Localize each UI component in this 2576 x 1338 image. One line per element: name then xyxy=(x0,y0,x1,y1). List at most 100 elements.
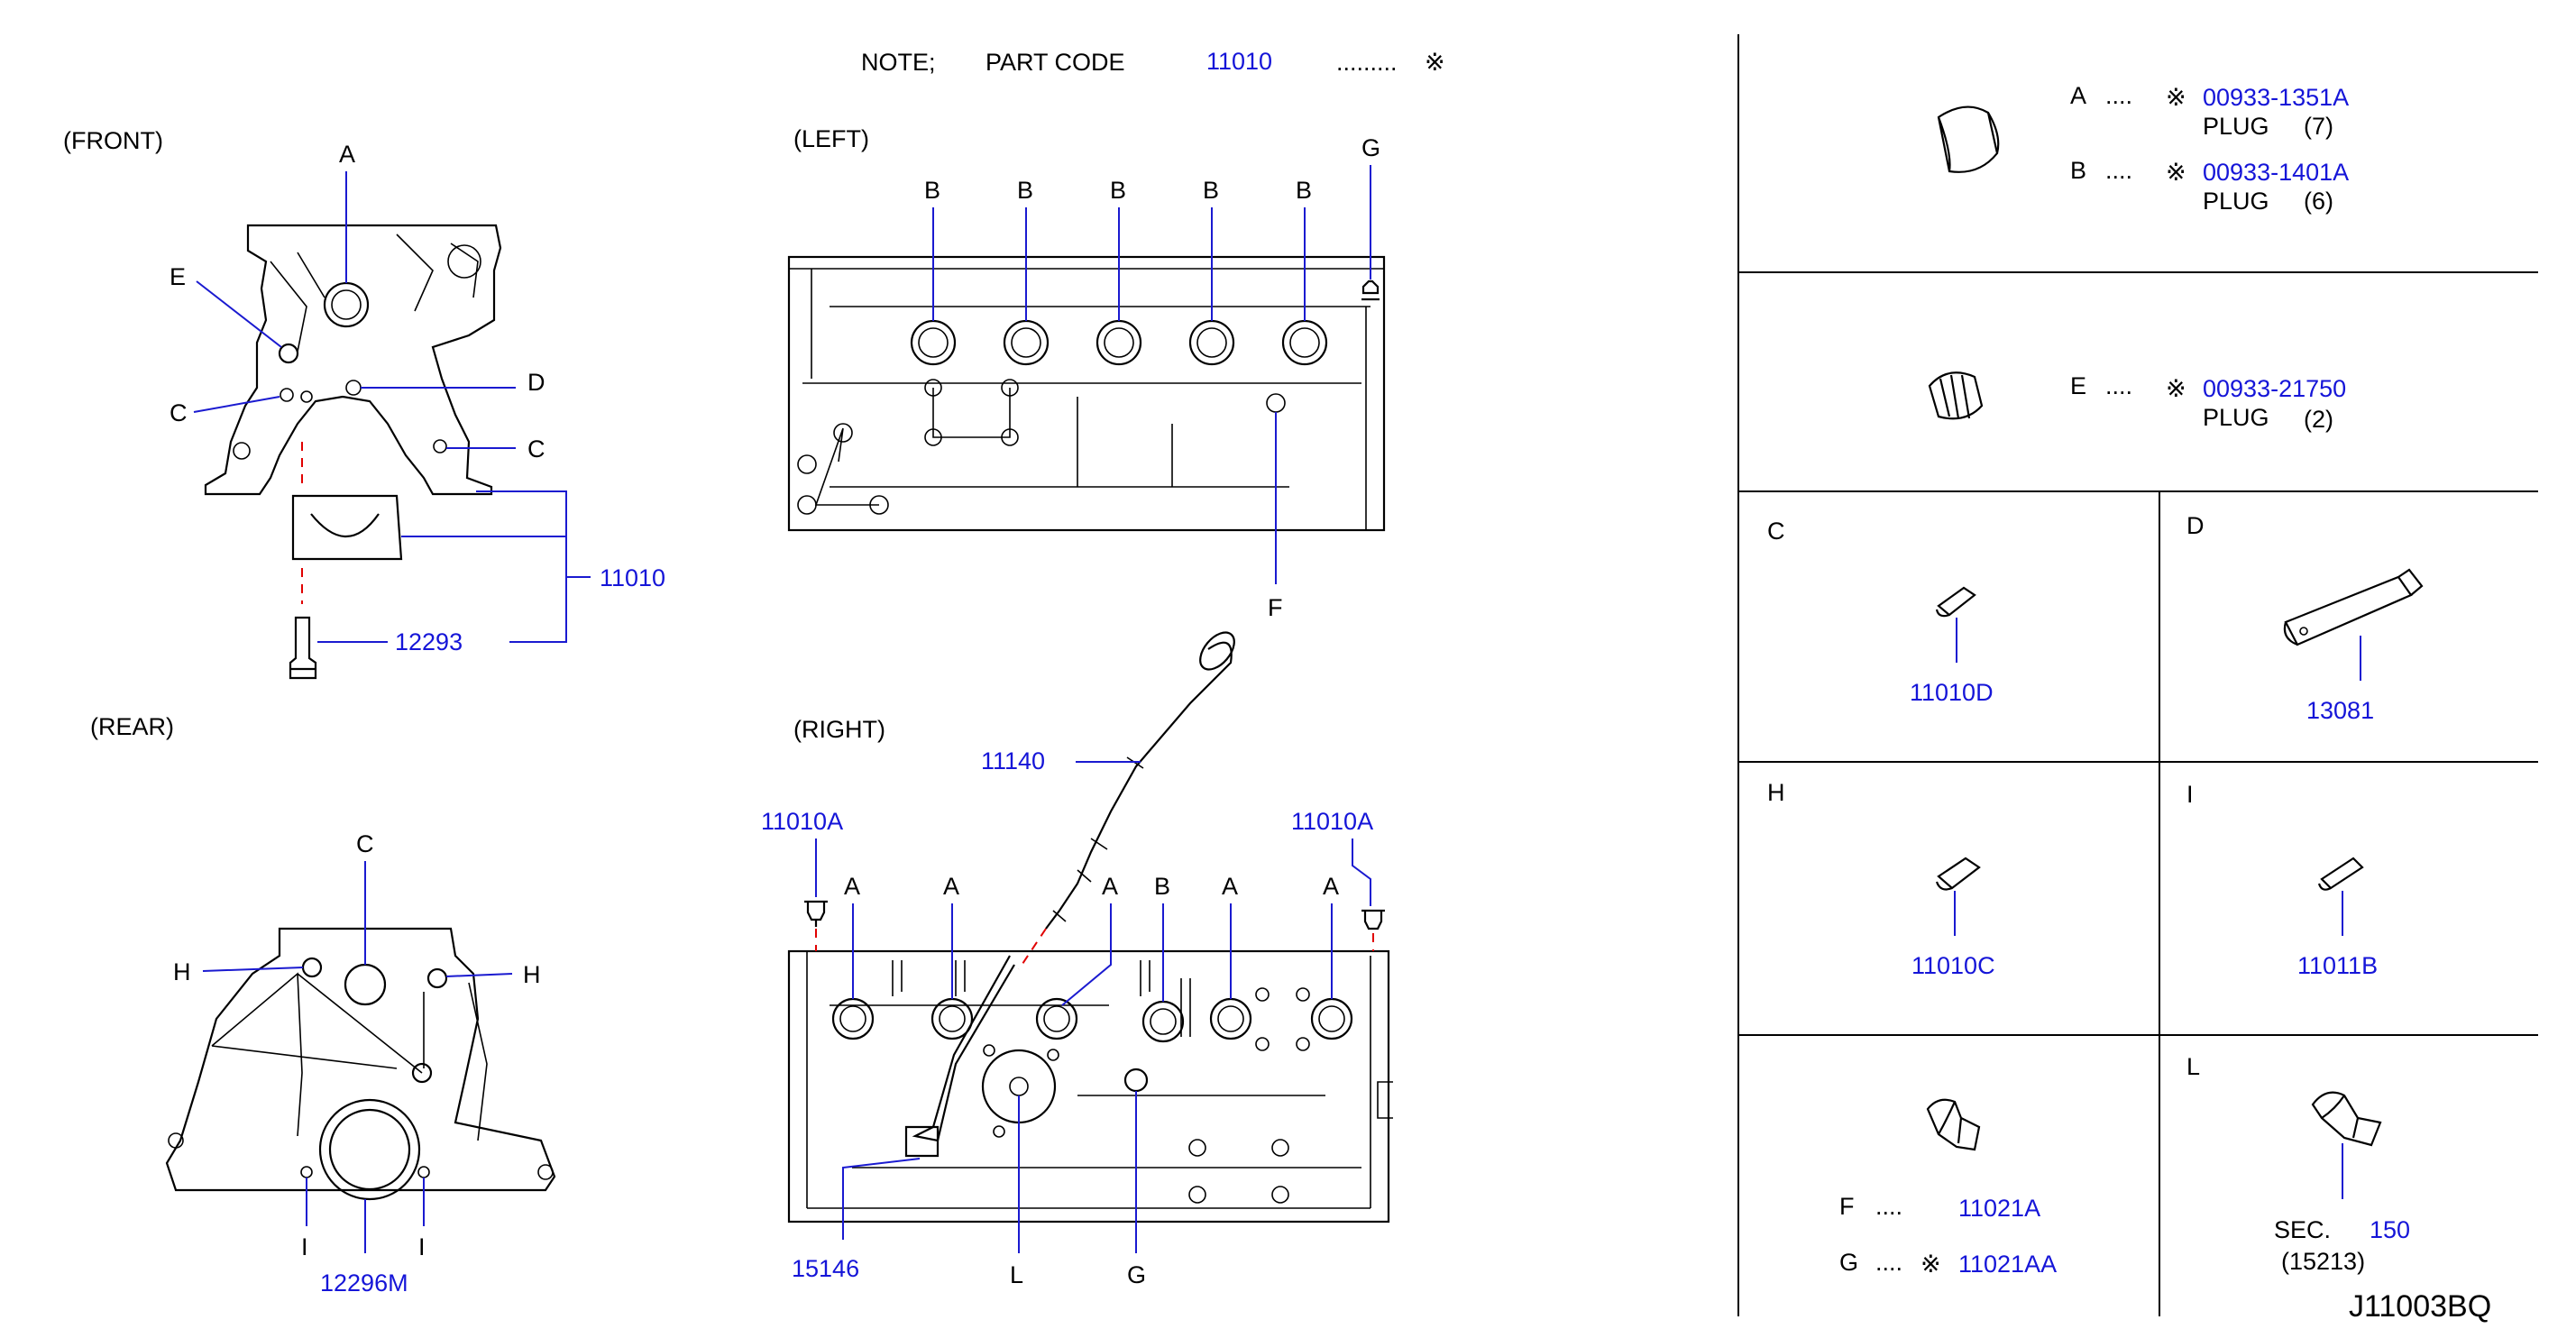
plug-right-leader xyxy=(1352,839,1371,906)
note-dots: ......... xyxy=(1336,49,1398,76)
legend-c[interactable]: C 11010D xyxy=(1767,518,1994,706)
left-callout-b-5: B xyxy=(1296,177,1312,204)
left-view-title: (LEFT) xyxy=(793,125,869,152)
legend-b-code[interactable]: 00933-1401A xyxy=(2203,159,2349,186)
legend-a-name: PLUG xyxy=(2203,113,2269,140)
legend-d-letter: D xyxy=(2186,512,2205,539)
plug-11010a-right-code[interactable]: 11010A xyxy=(1291,808,1373,835)
left-callout-f: F xyxy=(1268,594,1283,621)
right-boss-ear-2 xyxy=(1047,1049,1059,1061)
legend-a-qty: (7) xyxy=(2304,113,2333,140)
right-plug-b xyxy=(1141,1000,1185,1043)
legend-e[interactable]: E .... ※ 00933-21750 PLUG (2) xyxy=(1928,371,2346,433)
legend-d[interactable]: D 13081 xyxy=(2186,512,2424,724)
rear-dowel-i-right xyxy=(417,1166,430,1178)
dipstick-guide xyxy=(912,955,1015,1142)
main-bearing-cap xyxy=(291,494,403,561)
left-plug-b-1-inner xyxy=(918,327,949,358)
legend-a-code[interactable]: 00933-1351A xyxy=(2203,84,2349,111)
legend-i-code[interactable]: 11011B xyxy=(2297,952,2378,979)
legend-i[interactable]: I 11011B xyxy=(2186,781,2378,979)
legend-g-dots: .... xyxy=(1875,1249,1902,1276)
legend-l-letter: L xyxy=(2186,1053,2200,1080)
legend-l-sec-num[interactable]: 150 xyxy=(2370,1216,2410,1243)
legend-i-letter: I xyxy=(2186,781,2194,808)
front-leader-e xyxy=(196,280,282,348)
legend-g-code[interactable]: 11021AA xyxy=(1958,1251,2057,1278)
right-callout-l: L xyxy=(1010,1261,1023,1288)
legend-b-qty: (6) xyxy=(2304,188,2333,215)
front-view-title: (FRONT) xyxy=(63,127,163,154)
legend-e-letter: E xyxy=(2070,372,2086,399)
front-callout-c-left: C xyxy=(170,399,188,426)
knock-sensor xyxy=(904,1125,940,1158)
right-plug-a-2-inner xyxy=(939,1005,966,1032)
front-callout-e: E xyxy=(170,263,186,290)
right-plug-a-3 xyxy=(1035,997,1078,1040)
legend-d-code[interactable]: 13081 xyxy=(2306,697,2374,724)
left-link-8 xyxy=(869,495,889,515)
right-boss-ear-3 xyxy=(993,1125,1005,1138)
block-code[interactable]: 11010 xyxy=(600,564,665,591)
right-plug-g xyxy=(1123,1068,1149,1093)
left-plug-b-4-inner xyxy=(1196,327,1227,358)
front-plug-e xyxy=(278,343,299,364)
rear-block-outline xyxy=(165,927,556,1192)
right-hole-5 xyxy=(1188,1139,1206,1157)
front-block-outline xyxy=(204,224,502,496)
dowel-pin-h-icon xyxy=(1935,857,1981,891)
bolt-code[interactable]: 12293 xyxy=(395,628,463,655)
front-hole-c3 xyxy=(433,439,447,454)
right-boss-ear-1 xyxy=(983,1044,995,1057)
right-leader-a-3 xyxy=(1061,903,1112,1006)
rear-seal-outer xyxy=(318,1098,421,1201)
right-callout-a-1: A xyxy=(844,873,860,900)
legend-h-letter: H xyxy=(1767,779,1785,806)
legend-e-mark: ※ xyxy=(2166,375,2186,402)
right-block-outline xyxy=(787,949,1390,1223)
legend-fg[interactable]: F .... 11021A G .... ※ 11021AA xyxy=(1839,1098,2057,1278)
legend-grid xyxy=(1737,34,2538,1316)
left-plug-b-2-inner xyxy=(1011,327,1041,358)
legend-h-code[interactable]: 11010C xyxy=(1911,952,1995,979)
rear-callout-h-left: H xyxy=(173,958,191,985)
right-callout-a-3: A xyxy=(1102,873,1118,900)
left-callout-g: G xyxy=(1361,134,1380,161)
rear-dowel-i-left xyxy=(300,1166,313,1178)
legend-b-dots: .... xyxy=(2105,157,2132,184)
rear-seal-inner xyxy=(328,1108,411,1191)
legend-f-code[interactable]: 11021A xyxy=(1958,1195,2040,1222)
front-ribs xyxy=(270,234,479,353)
note-mark: ※ xyxy=(1425,49,1445,76)
gauge-code[interactable]: 11140 xyxy=(981,747,1045,774)
plug-11010a-left-code[interactable]: 11010A xyxy=(761,808,843,835)
rear-plug-c xyxy=(344,963,387,1006)
right-plug-b-inner xyxy=(1150,1008,1177,1035)
left-link-2 xyxy=(1001,379,1019,397)
seal-code[interactable]: 12296M xyxy=(320,1269,408,1297)
plug-11010a-right xyxy=(1361,909,1385,930)
sensor-code[interactable]: 15146 xyxy=(792,1255,859,1282)
legend-ab[interactable]: A .... ※ 00933-1351A PLUG (7) B .... ※ 0… xyxy=(1937,82,2349,215)
rear-plug-h-left xyxy=(301,957,323,978)
legend-b-name: PLUG xyxy=(2203,188,2269,215)
legend-c-code[interactable]: 11010D xyxy=(1910,679,1994,706)
note-code[interactable]: 11010 xyxy=(1206,48,1272,75)
block-bracket xyxy=(509,491,567,643)
right-hole-1 xyxy=(1255,987,1270,1002)
left-plug-b-3-inner xyxy=(1104,327,1134,358)
right-ribs xyxy=(892,960,1393,1119)
note-prefix: NOTE; xyxy=(861,49,936,76)
left-plug-b-5-inner xyxy=(1289,327,1320,358)
legend-e-code[interactable]: 00933-21750 xyxy=(2203,375,2346,402)
legend-h[interactable]: H 11010C xyxy=(1767,779,1995,979)
block-leader-upper xyxy=(476,490,567,577)
legend-l[interactable]: L SEC. 150 (15213) xyxy=(2186,1053,2410,1275)
legend-l-sub: (15213) xyxy=(2281,1248,2365,1275)
right-hole-3 xyxy=(1296,987,1310,1002)
rear-hole-2 xyxy=(168,1132,184,1149)
right-callout-b: B xyxy=(1154,873,1170,900)
right-callout-a-4: A xyxy=(1222,873,1238,900)
plug-cup-icon xyxy=(1937,105,2000,173)
